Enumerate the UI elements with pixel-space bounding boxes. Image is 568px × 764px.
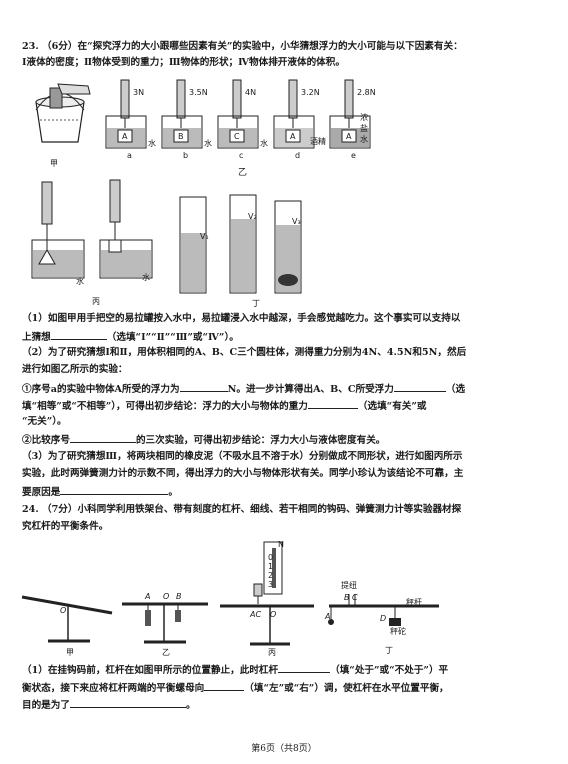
liquid-c: 水: [260, 139, 268, 148]
reading-b: 3.5N: [189, 88, 208, 97]
figure-q24-ding: [328, 594, 439, 626]
figure-q24-bing: [220, 541, 314, 646]
reading-d: 3.2N: [301, 88, 320, 97]
label-tiniu: 提纽: [341, 581, 357, 590]
figure-yi-label: 乙: [238, 168, 248, 178]
figure-q24-yi: [122, 602, 208, 644]
q23-p3c: 要原因是。: [22, 484, 554, 500]
q23-p2f: ②比较序号的三次实验，可得出初步结论：浮力大小与液体密度有关。: [22, 432, 554, 448]
q23-p2b: 进行如图乙所示的实验：: [22, 364, 128, 375]
block-b: B: [178, 132, 184, 141]
q23-factors: Ⅰ液体的密度；Ⅱ物体受到的重力；Ⅲ物体的形状；Ⅳ物体排开液体的体积。: [22, 57, 345, 68]
q24-header: 24. （7分）小科同学利用铁架台、带有刻度的杠杆、细线、若干相同的钩码、弹簧测…: [22, 504, 462, 515]
figure-q24-yi-label: 乙: [162, 648, 170, 657]
q23-p3a: （3）为了研究猜想Ⅲ，将两块相同的橡皮泥（不吸水且不溶于水）分别做成不同形状，进…: [22, 451, 463, 462]
figure-jia: [35, 83, 91, 143]
label-o-bing: O: [270, 610, 277, 619]
q23-p1b: 上猜想（选填“Ⅰ”“Ⅱ”“Ⅲ”或“Ⅳ”）。: [22, 329, 554, 345]
beaker-c: [217, 79, 259, 149]
liquid-a: 水: [148, 139, 156, 148]
block-c: C: [234, 132, 240, 141]
label-o-yi: O: [163, 592, 170, 601]
reading-e: 2.8N: [357, 88, 376, 97]
q23-p2a: （2）为了研究猜想Ⅰ和Ⅱ，用体积相同的A、B、C三个圆柱体，测得重力分别为4N、…: [22, 347, 467, 358]
volume-v3: V₃: [292, 217, 301, 226]
liquid-e: 浓盐水: [360, 113, 368, 144]
figure-bing: [31, 179, 153, 279]
q24-p1c: 目的是为了。: [22, 697, 554, 713]
figure-jia-label: 甲: [50, 159, 58, 168]
beaker-b: [161, 79, 203, 149]
label-a-yi: A: [145, 592, 151, 601]
figure-q24-jia-label: 甲: [66, 648, 74, 657]
volume-v2: V₂: [248, 212, 257, 221]
q24-p1a: （1）在挂钩码前，杠杆在如图甲所示的位置静止，此时杠杆（填“处于”或“不处于”）…: [22, 662, 554, 678]
label-d-ding: D: [380, 614, 387, 623]
q23-header: 23. （6分）在“探究浮力的大小跟哪些因素有关”的实验中，小华猜想浮力的大小可…: [22, 41, 463, 52]
liquid-d: 酒精: [310, 137, 326, 146]
cup-c: c: [239, 151, 244, 160]
cup-d: d: [295, 151, 301, 160]
cup-b: b: [183, 151, 189, 160]
label-a-ding: A: [325, 612, 331, 621]
block-d: A: [290, 132, 296, 141]
scale-tick-1: 1: [268, 562, 274, 571]
block-e: A: [346, 132, 352, 141]
block-a: A: [122, 132, 128, 141]
label-ganchen: 秤杆: [406, 598, 422, 607]
scale-tick-0: 0: [268, 553, 274, 562]
water-label-2: 水: [142, 273, 150, 282]
page-footer: 第6页（共8页）: [251, 744, 317, 754]
figure-yi: [105, 79, 371, 149]
label-chengtuo: 秤砣: [390, 627, 406, 636]
figure-q24-jia: [21, 595, 113, 643]
beaker-d: [273, 79, 315, 149]
label-o-jia: O: [60, 606, 67, 615]
reading-a: 3N: [133, 88, 145, 97]
water-label-1: 水: [76, 277, 84, 286]
cup-e: e: [351, 151, 356, 160]
figure-q24-ding-label: 丁: [385, 646, 393, 655]
beaker-a: [105, 79, 147, 149]
reading-c: 4N: [245, 88, 257, 97]
beaker-e: [329, 79, 371, 149]
q24-header2: 究杠杆的平衡条件。: [22, 521, 109, 532]
q23-p2e: “无关”）。: [22, 416, 67, 427]
label-b-yi: B: [176, 592, 182, 601]
figure-ding: [179, 194, 302, 294]
q23-p3b: 实验，此时两弹簧测力计的示数不同，得出浮力的大小与物体形状有关。同学小珍认为该结…: [22, 468, 464, 479]
scale-tick-2: 2: [268, 571, 274, 580]
cup-a: a: [127, 151, 132, 160]
figure-bing-label: 丙: [92, 297, 100, 306]
figure-ding-label: 丁: [252, 299, 260, 308]
q23-p2d: 填“相等”或“不相等”），可得出初步结论：浮力的大小与物体的重力（选填“有关”或: [22, 398, 554, 414]
scale-unit: N: [278, 540, 284, 549]
q23-p1a: （1）如图甲用手把空的易拉罐按入水中，易拉罐浸入水中越深，手会感觉越吃力。这个事…: [22, 313, 461, 324]
label-ac-bing: AC: [250, 610, 262, 619]
label-bc: B C: [344, 593, 358, 602]
q24-p1b: 衡状态，接下来应将杠杆两端的平衡螺母向（填“左”或“右”）调，使杠杆在水平位置平…: [22, 680, 554, 696]
liquid-b: 水: [204, 139, 212, 148]
figure-q24-bing-label: 丙: [268, 648, 276, 657]
volume-v1: V₁: [200, 232, 209, 241]
scale-tick-3: 3: [268, 580, 274, 589]
